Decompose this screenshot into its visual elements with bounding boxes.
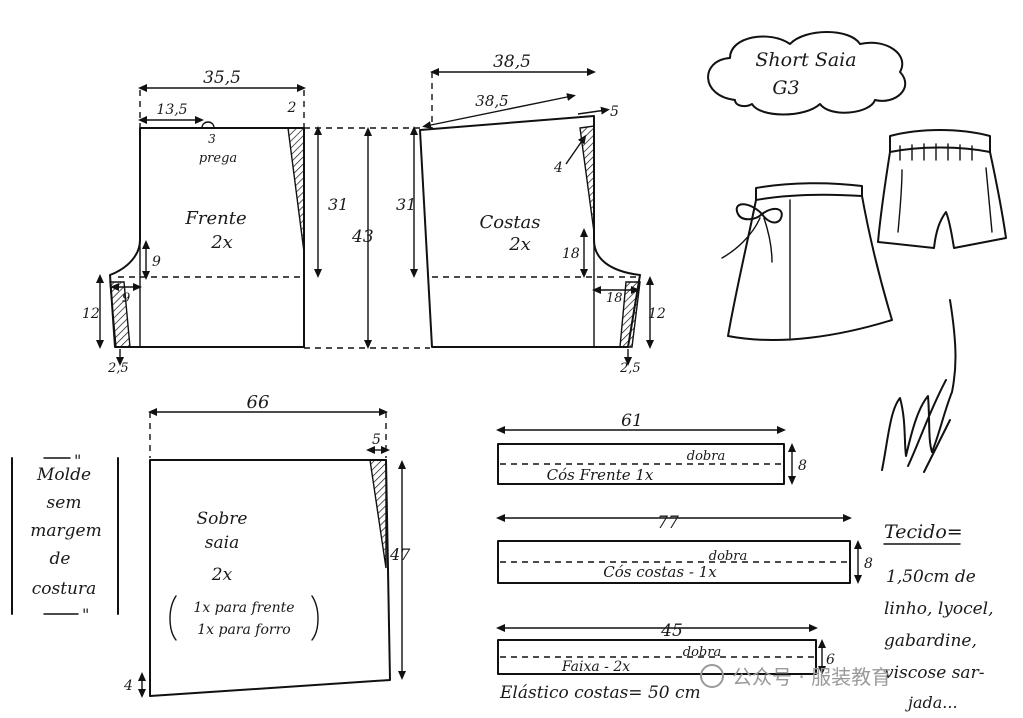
elastic-note: Elástico costas= 50 cm: [499, 683, 701, 703]
waistband-back-length-label: 77: [657, 513, 679, 533]
front-width-label: 35,5: [203, 68, 241, 88]
overskirt-top-offset-label: 5: [372, 432, 381, 448]
waistband-front-height-label: 8: [798, 458, 807, 474]
waistband-back-label: Cós costas - 1x: [603, 563, 717, 581]
front-side-height-label: 31: [328, 195, 348, 214]
note-mark-bottom: ": [82, 605, 89, 624]
back-crotch-width-label: 18: [606, 291, 623, 306]
note-box: " " Molde sem margem de costura: [11, 451, 119, 624]
fabric-title: Tecido=: [884, 521, 963, 543]
back-rise-label: 5: [610, 104, 619, 120]
band-height-label: 6: [826, 652, 835, 668]
back-label: Costas: [479, 212, 540, 233]
front-crotch-width-label: 9: [122, 291, 130, 306]
waistband-back-fold: dobra: [709, 549, 747, 564]
fabric-note: Tecido= 1,50cm de linho, lyocel, gabardi…: [883, 521, 994, 712]
watermark-text: 公众号 · 服装教育: [732, 665, 891, 689]
back-piece: 38,5 38,5 5 4 Costas 2x 31 18 18 12 2,5: [396, 52, 666, 376]
note-line-5: costura: [32, 579, 97, 599]
fabric-line-4: viscose sar-: [884, 663, 985, 683]
overskirt-label-2: saia: [205, 533, 239, 553]
note-mark-top: ": [74, 451, 81, 470]
overskirt-count: 2x: [211, 565, 233, 585]
sketch-shorts-elastic: [877, 129, 1007, 249]
sketch-skirt-bow: [721, 182, 893, 341]
waistband-back: 77 dobra Cós costas - 1x 8: [496, 513, 873, 584]
front-leg-label: 12: [82, 306, 100, 322]
title-cloud: Short Saia G3: [707, 31, 907, 116]
front-pleat-size: 3: [208, 132, 216, 146]
overskirt-label-1: Sobre: [197, 509, 248, 529]
watermark: 公众号 · 服装教育: [700, 664, 891, 689]
front-crotch-depth-label: 9: [152, 254, 161, 270]
band-fold: dobra: [683, 645, 721, 660]
overskirt-width-label: 66: [247, 392, 270, 413]
designer-signature: [881, 299, 957, 473]
back-waist-label: 38,5: [475, 92, 508, 110]
front-hem-label: 2,5: [107, 361, 129, 376]
overskirt-note-1: 1x para frente: [193, 600, 294, 616]
note-line-1: Molde: [36, 465, 91, 485]
front-waist-label: 13,5: [156, 102, 187, 118]
back-width-label: 38,5: [493, 52, 531, 72]
front-count: 2x: [210, 232, 233, 253]
band-length-label: 45: [660, 621, 683, 641]
overskirt-height-label: 47: [389, 545, 411, 564]
note-line-2: sem: [47, 493, 82, 513]
back-hem-label: 2,5: [619, 361, 641, 376]
waistband-front: 61 dobra Cós Frente 1x 8: [496, 411, 807, 485]
front-label: Frente: [184, 208, 246, 229]
fabric-line-3: gabardine,: [884, 631, 977, 651]
total-height-label: 43: [351, 227, 374, 247]
front-side-label: 2: [287, 100, 297, 116]
waistband-back-height-label: 8: [864, 556, 873, 572]
front-pleat-label: prega: [199, 151, 237, 166]
title-line1: Short Saia: [755, 49, 856, 71]
title-line2: G3: [772, 77, 799, 99]
back-side-label: 4: [553, 160, 563, 176]
waistband-front-fold: dobra: [687, 449, 725, 464]
note-line-3: margem: [30, 521, 101, 541]
waistband-front-length-label: 61: [621, 411, 643, 431]
waistband-front-label: Cós Frente 1x: [547, 466, 654, 484]
back-waist-arrow: [422, 93, 576, 129]
back-leg-label: 12: [648, 306, 666, 322]
band-piece: 45 dobra Faixa - 2x 6: [496, 621, 835, 675]
overskirt-note-2: 1x para forro: [197, 622, 290, 638]
fabric-line-2: linho, lyocel,: [884, 599, 994, 619]
overskirt-bottom-offset-label: 4: [123, 678, 133, 694]
center-guides: 43: [304, 127, 430, 349]
fabric-line-5: jada...: [905, 693, 958, 712]
note-line-4: de: [50, 549, 71, 569]
back-center-height-label: 31: [396, 195, 416, 214]
wechat-icon: [700, 664, 724, 688]
band-label: Faixa - 2x: [561, 659, 630, 675]
overskirt-piece: 66 5 47 4 Sobre saia 2x 1x para frente 1…: [123, 392, 411, 698]
back-crotch-depth-label: 18: [562, 246, 580, 262]
fabric-line-1: 1,50cm de: [886, 567, 976, 587]
back-count: 2x: [508, 234, 531, 255]
front-piece: 35,5 13,5 2 3 prega Frente 2x 31 9 9 12 …: [82, 68, 348, 376]
